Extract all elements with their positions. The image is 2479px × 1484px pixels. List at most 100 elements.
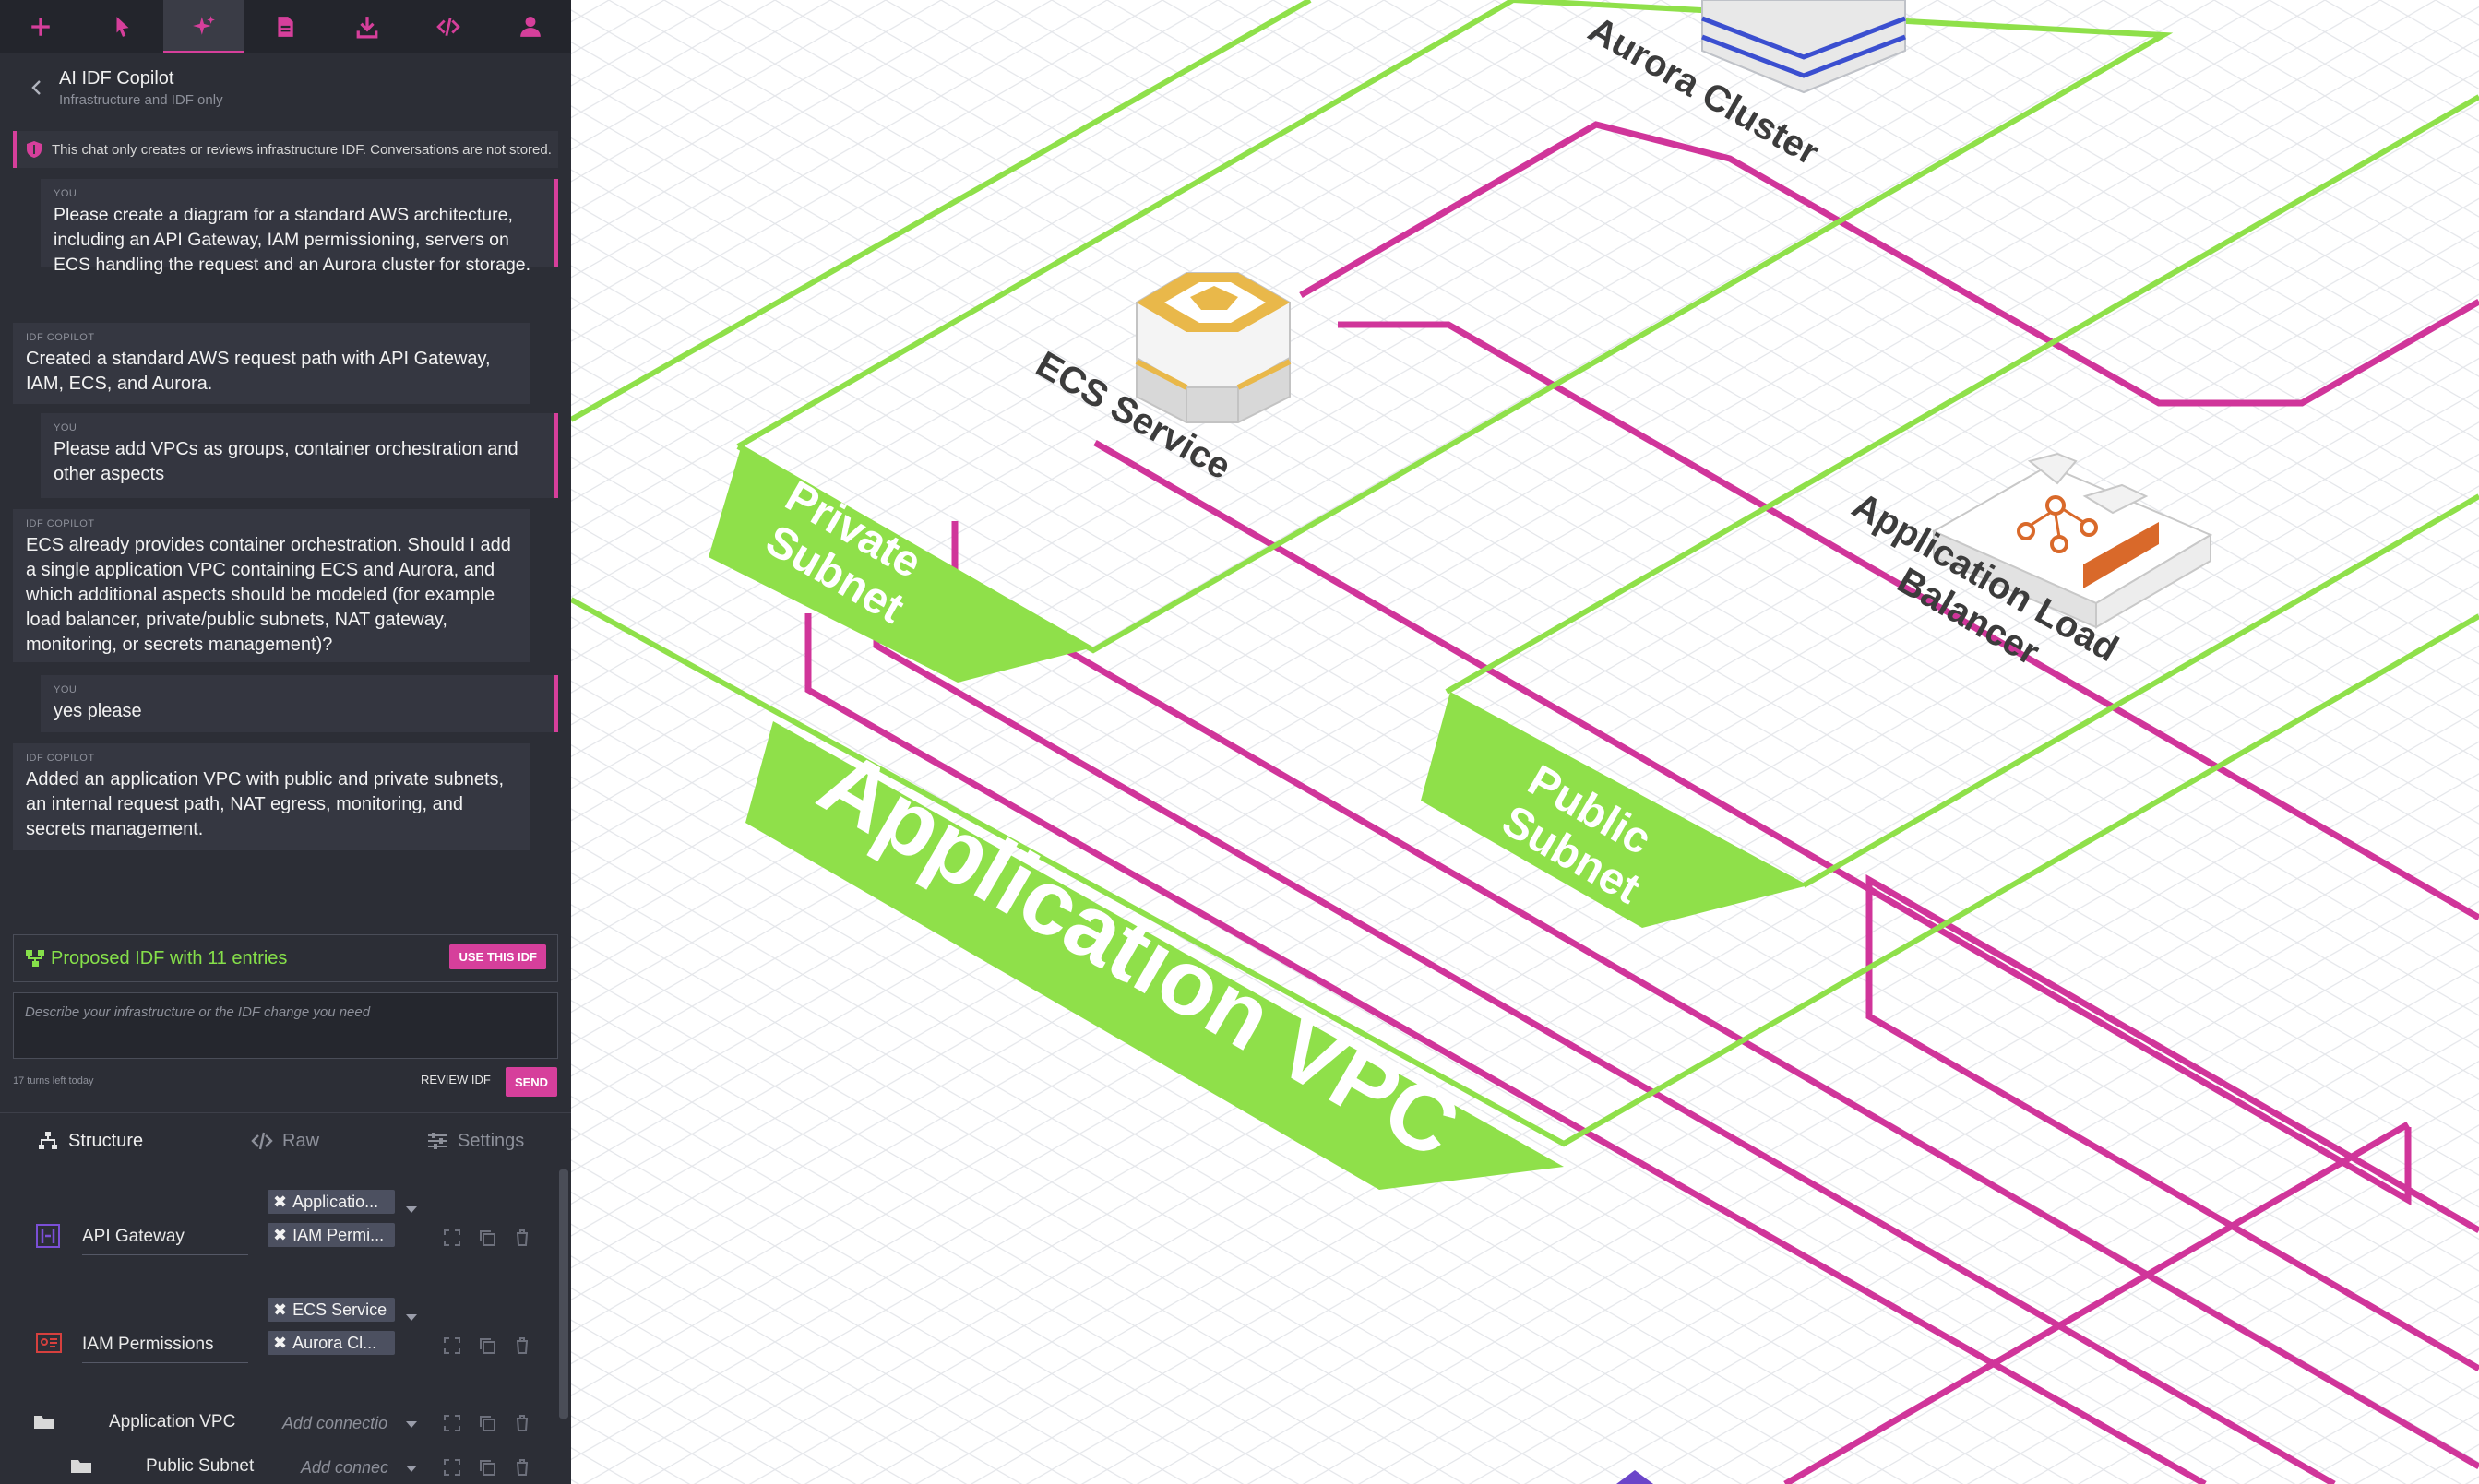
message-text: yes please — [54, 701, 142, 721]
iam-icon — [36, 1333, 62, 1353]
chevron-down-icon[interactable] — [406, 1466, 417, 1472]
add-connection-select[interactable]: Add connectio — [282, 1414, 388, 1432]
connection-chip[interactable]: ✖IAM Permi... — [268, 1223, 395, 1247]
add-connection-select[interactable]: Add connec — [301, 1458, 389, 1477]
proposed-idf-card: Proposed IDF with 11 entries USE THIS ID… — [13, 934, 558, 982]
chip-label: Aurora Cl... — [292, 1334, 377, 1352]
public-subnet-outline — [1802, 493, 2479, 888]
entry-name: IAM Permissions — [82, 1335, 248, 1363]
connection-chip[interactable]: ✖Applicatio... — [268, 1190, 395, 1214]
chat-message-assistant: IDF COPILOT ECS already provides contain… — [13, 509, 530, 662]
remove-chip-icon[interactable]: ✖ — [273, 1226, 288, 1244]
trash-icon[interactable] — [513, 1414, 531, 1432]
message-text: Added an application VPC with public and… — [26, 769, 505, 839]
remove-chip-icon[interactable]: ✖ — [273, 1193, 288, 1211]
code-tool-button[interactable] — [408, 0, 489, 53]
add-icon — [31, 18, 50, 36]
chat-message-assistant: IDF COPILOT Added an application VPC wit… — [13, 743, 530, 850]
notice-text: This chat only creates or reviews infras… — [52, 141, 552, 158]
code-icon — [251, 1132, 273, 1150]
left-sidebar: AI IDF Copilot Infrastructure and IDF on… — [0, 0, 571, 1484]
structure-entry: IAM Permissions ✖ECS Service ✖Aurora Cl.… — [0, 1292, 554, 1384]
remove-chip-icon[interactable]: ✖ — [273, 1334, 288, 1352]
top-toolbar — [0, 0, 571, 53]
remove-chip-icon[interactable]: ✖ — [273, 1300, 288, 1319]
download-tool-button[interactable] — [327, 0, 408, 53]
connection-chip[interactable]: ✖Aurora Cl... — [268, 1331, 395, 1355]
chat-title: AI IDF Copilot — [59, 68, 174, 89]
entry-name: Public Subnet — [146, 1456, 255, 1476]
ai-copilot-tool-button[interactable] — [162, 0, 245, 53]
use-idf-button[interactable]: USE THIS IDF — [449, 944, 546, 969]
trash-icon[interactable] — [513, 1458, 531, 1477]
partial-node-marker — [1616, 1470, 1653, 1484]
expand-icon[interactable] — [443, 1229, 461, 1247]
entry-name: Application VPC — [109, 1412, 236, 1431]
structure-entry: Public Subnet Add connec — [0, 1451, 554, 1484]
pointer-tool-button[interactable] — [81, 0, 162, 53]
structure-tabs: Structure Raw Settings — [0, 1112, 571, 1169]
message-author: YOU — [54, 684, 77, 695]
user-icon — [519, 17, 541, 37]
structure-scrollbar[interactable] — [559, 1169, 568, 1419]
message-author: IDF COPILOT — [26, 753, 95, 764]
send-button[interactable]: SEND — [506, 1067, 557, 1097]
tab-label: Structure — [68, 1130, 144, 1151]
account-tool-button[interactable] — [489, 0, 570, 53]
group-outlines — [571, 0, 2479, 1147]
private-subnet-label: Private Subnet — [709, 445, 1093, 683]
diagram-canvas[interactable]: Private Subnet Public Subnet Application… — [571, 0, 2479, 1484]
chevron-down-icon[interactable] — [406, 1206, 417, 1213]
privacy-notice: This chat only creates or reviews infras… — [13, 131, 558, 168]
sparkle-icon — [193, 15, 215, 35]
copy-icon[interactable] — [478, 1414, 496, 1432]
copy-icon[interactable] — [478, 1229, 496, 1247]
tree-icon — [26, 950, 44, 967]
chat-input[interactable]: Describe your infrastructure or the IDF … — [13, 992, 558, 1059]
chevron-left-icon — [31, 80, 41, 95]
chat-message-user: YOU yes please — [41, 675, 558, 732]
public-subnet-outline — [1445, 94, 2479, 695]
copy-icon[interactable] — [478, 1458, 496, 1477]
connection-line[interactable] — [1783, 1121, 2410, 1484]
tab-structure[interactable]: Structure — [37, 1130, 143, 1152]
review-idf-button[interactable]: REVIEW IDF — [421, 1073, 491, 1086]
trash-icon[interactable] — [513, 1229, 531, 1247]
message-author: IDF COPILOT — [26, 332, 95, 343]
chevron-down-icon[interactable] — [406, 1421, 417, 1428]
trash-icon[interactable] — [513, 1336, 531, 1355]
tab-settings[interactable]: Settings — [426, 1130, 524, 1152]
connection-line[interactable] — [1093, 439, 2412, 1206]
chat-subtitle: Infrastructure and IDF only — [59, 92, 223, 108]
code-icon — [436, 17, 460, 37]
tab-label: Settings — [458, 1130, 525, 1151]
hierarchy-icon — [39, 1132, 57, 1149]
expand-icon[interactable] — [443, 1414, 461, 1432]
api-gateway-icon — [36, 1224, 60, 1248]
folder-icon — [71, 1460, 91, 1473]
tab-label: Raw — [282, 1130, 320, 1151]
back-button[interactable] — [22, 74, 50, 101]
download-icon — [356, 17, 378, 39]
chat-input-placeholder: Describe your infrastructure or the IDF … — [25, 1004, 371, 1020]
expand-icon[interactable] — [443, 1336, 461, 1355]
shield-icon — [27, 141, 42, 158]
connection-chip[interactable]: ✖ECS Service — [268, 1298, 395, 1322]
connection-line[interactable] — [1865, 873, 2479, 1372]
private-subnet-outline — [571, 0, 1312, 422]
document-tool-button[interactable] — [244, 0, 326, 53]
connection-line[interactable] — [804, 613, 2207, 1484]
tab-raw[interactable]: Raw — [251, 1130, 319, 1152]
chat-message-user: YOU Please create a diagram for a standa… — [41, 179, 558, 275]
copy-icon[interactable] — [478, 1336, 496, 1355]
add-tool-button[interactable] — [0, 0, 81, 53]
structure-entry: Application VPC Add connectio — [0, 1405, 554, 1442]
connection-line[interactable] — [1338, 321, 2479, 921]
connection-line[interactable] — [1299, 121, 2479, 407]
folder-icon — [34, 1416, 54, 1429]
message-text: Please add VPCs as groups, container orc… — [54, 439, 518, 484]
expand-icon[interactable] — [443, 1458, 461, 1477]
chevron-down-icon[interactable] — [406, 1314, 417, 1321]
document-icon — [278, 17, 294, 37]
chip-label: ECS Service — [292, 1300, 387, 1319]
